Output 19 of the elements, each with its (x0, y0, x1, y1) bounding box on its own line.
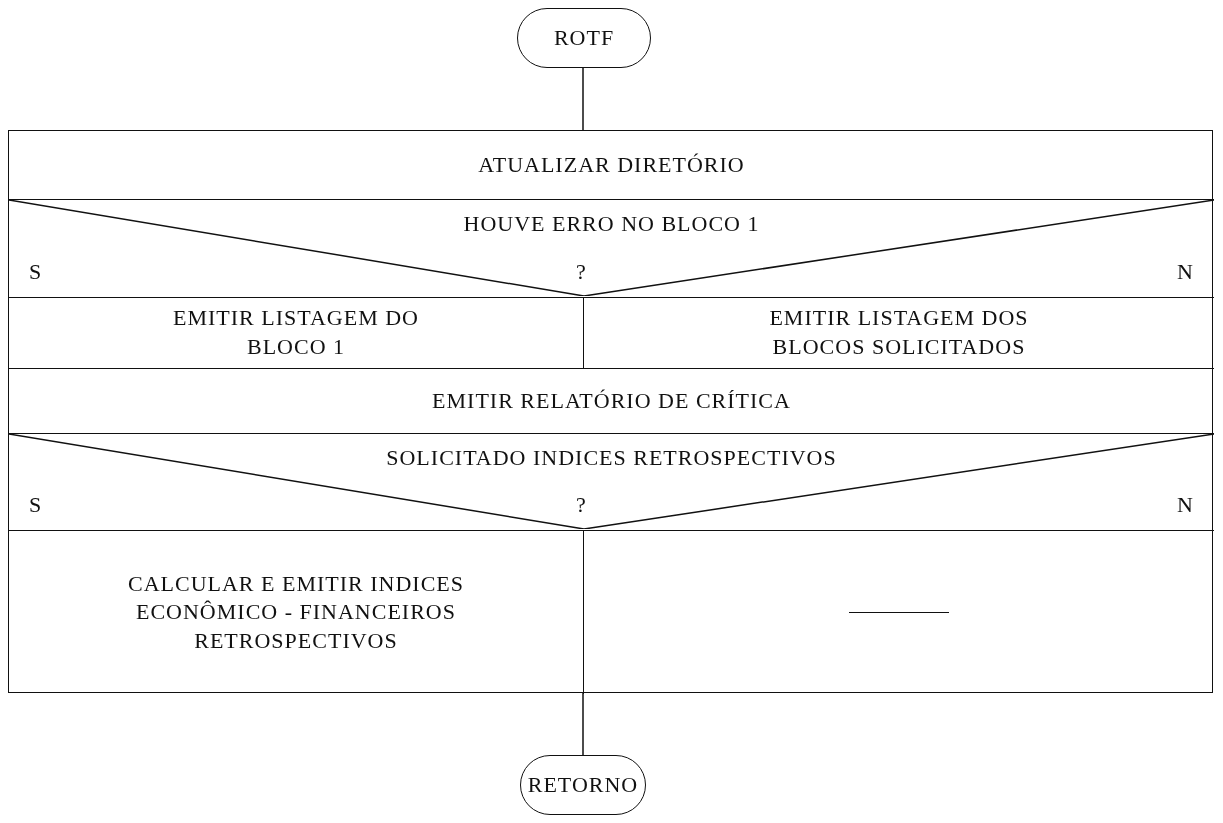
block-text: EMITIR LISTAGEM DOS BLOCOS SOLICITADOS (768, 304, 1030, 361)
process-block (9, 298, 584, 369)
condition-text: HOUVE ERRO NO BLOCO 1 (462, 210, 761, 238)
connector-line (582, 692, 584, 756)
structure-chart-frame (8, 130, 1213, 693)
block-text: EMITIR RELATÓRIO DE CRÍTICA (432, 386, 791, 415)
block-text: EMITIR LISTAGEM DO BLOCO 1 (172, 304, 420, 361)
no-label: N (1177, 491, 1194, 520)
connector-line (582, 67, 584, 131)
terminal-label: RETORNO (527, 770, 639, 799)
terminal-label: ROTF (553, 23, 615, 52)
block-text: CALCULAR E EMITIR INDICES ECONÔMICO - FINANCEIROS RETROSPECTIVOS (126, 569, 465, 655)
question-mark: ? (576, 258, 587, 287)
no-label: N (1177, 258, 1194, 287)
yes-label: S (29, 258, 43, 287)
question-mark: ? (576, 491, 587, 520)
condition-text: SOLICITADO INDICES RETROSPECTIVOS (385, 444, 838, 472)
block-text: ATUALIZAR DIRETÓRIO (478, 150, 745, 179)
yes-label: S (29, 491, 43, 520)
